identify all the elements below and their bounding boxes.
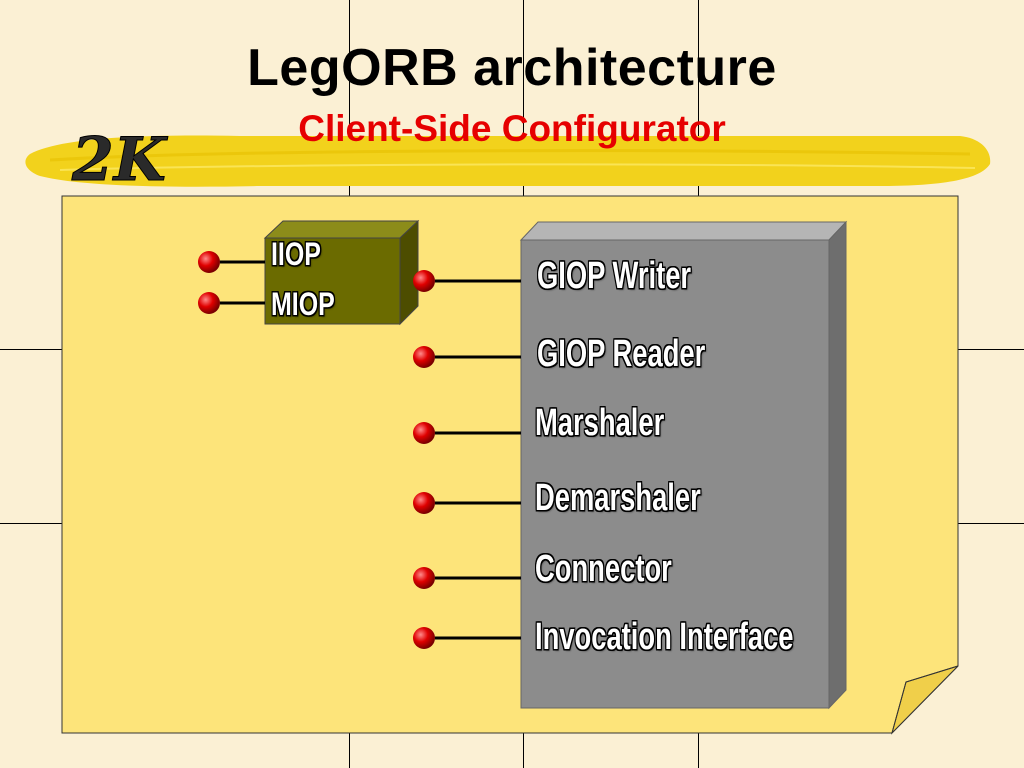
protocol-label-iiop: IIOP (271, 236, 321, 272)
component-port (413, 567, 521, 589)
protocol-port (198, 251, 265, 273)
component-label-giop-writer: GIOP Writer (537, 255, 692, 297)
component-label-connector: Connector (535, 548, 672, 590)
protocol-label-miop: MIOP (271, 286, 335, 322)
component-port (413, 422, 521, 444)
2k-logo: 2K (71, 125, 170, 196)
protocol-box (263, 219, 420, 326)
protocol-port (198, 292, 265, 314)
badge-text: 2K (71, 125, 169, 195)
component-port (413, 346, 521, 368)
component-label-invocation-interface: Invocation Interface (535, 616, 794, 658)
highlighter-stroke: 2K (25, 125, 991, 196)
component-label-marshaler: Marshaler (535, 402, 665, 444)
component-box (519, 220, 848, 710)
slide-subtitle: Client-Side Configurator (298, 108, 726, 149)
component-port (413, 270, 521, 292)
component-label-demarshaler: Demarshaler (535, 477, 701, 519)
component-label-giop-reader: GIOP Reader (537, 333, 706, 375)
component-port (413, 492, 521, 514)
component-port (413, 627, 521, 649)
slide-title: LegORB architecture (247, 39, 777, 97)
